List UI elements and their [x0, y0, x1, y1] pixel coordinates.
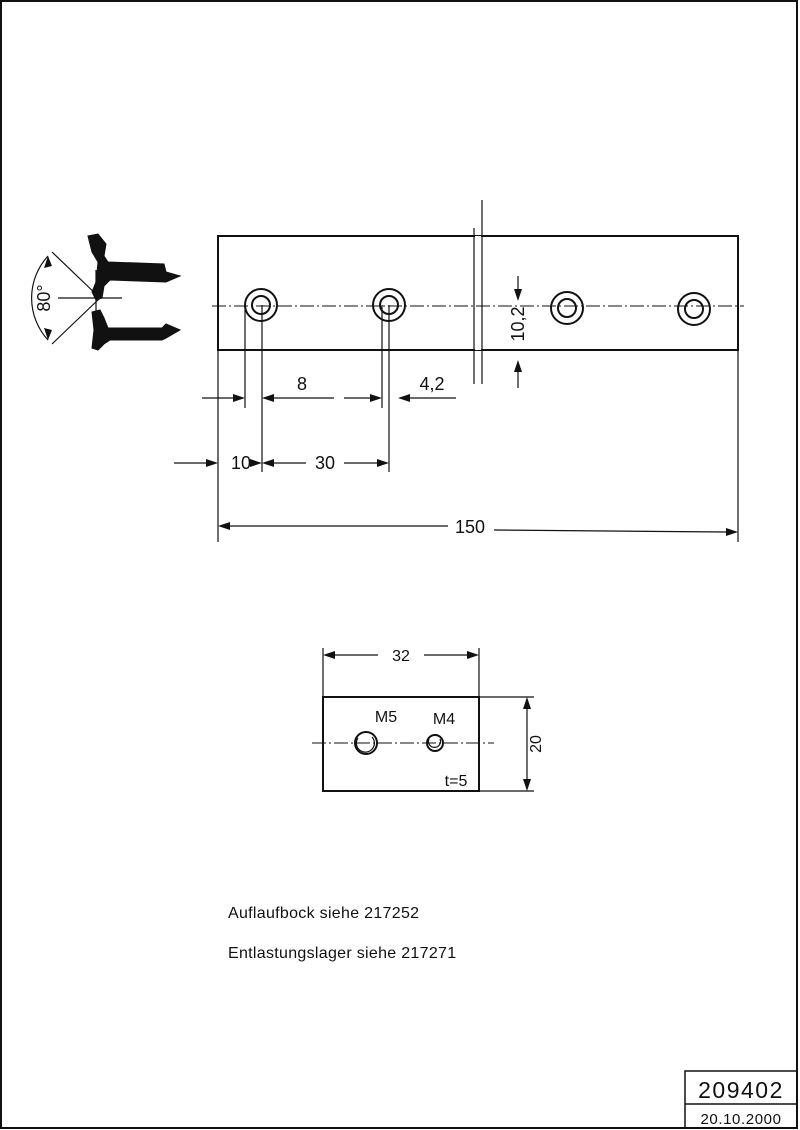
angle-leader-lower — [51, 297, 101, 345]
block-view: 32 20 M5 M4 t=5 — [312, 648, 545, 792]
dim-150-line-right — [493, 529, 727, 533]
plate-hole-4 — [677, 292, 711, 326]
angle-arc — [31, 255, 49, 341]
dim-10-arrow-right — [250, 459, 262, 467]
dim-hole-dia: 8 — [297, 374, 307, 394]
dim-102-arrow-top — [514, 289, 522, 301]
angle-arrow-top — [44, 256, 52, 268]
block-dim-height: 20 — [528, 735, 545, 753]
dim-10-arrow-left — [206, 459, 218, 467]
note-auflaufbock: Auflaufbock siehe 217252 — [228, 905, 419, 922]
dim-30-arrow-left — [262, 459, 274, 467]
note-entlastungslager: Entlastungslager siehe 217271 — [228, 945, 456, 962]
profile-shape-lower — [91, 309, 182, 351]
dim-32-arrow-left — [323, 651, 335, 659]
dim-150-arrow-right — [726, 528, 738, 536]
block-dim-width: 32 — [392, 648, 410, 665]
angle-arrow-bottom — [44, 328, 52, 340]
thread-label-m4: M4 — [433, 711, 455, 728]
thread-hole-m5 — [354, 731, 378, 755]
dim-42-arrow-right — [398, 394, 410, 402]
plate-hole-3 — [550, 291, 584, 325]
thread-label-m5: M5 — [375, 709, 397, 726]
plate-view: 8 4,2 10 30 150 10,2 — [174, 200, 744, 542]
notes: Auflaufbock siehe 217252 Entlastungslage… — [228, 905, 456, 962]
angle-leader-upper — [51, 251, 101, 299]
dim-42-arrow-left — [370, 394, 382, 402]
dim-length: 150 — [455, 517, 485, 537]
thread-hole-m4 — [426, 734, 444, 752]
dim-height: 10,2 — [508, 306, 528, 341]
dim-32-arrow-right — [467, 651, 479, 659]
dim-20-arrow-top — [523, 697, 531, 709]
title-block: 209402 20.10.2000 — [684, 1070, 798, 1129]
block-thickness: t=5 — [445, 773, 468, 790]
drawing-date: 20.10.2000 — [700, 1111, 781, 1128]
dim-20-arrow-bottom — [523, 779, 531, 791]
block-outline — [322, 696, 480, 792]
plate-hole-1 — [244, 288, 278, 322]
title-block-frame — [684, 1070, 798, 1129]
dim-150-arrow-left — [218, 522, 230, 530]
dim-8-arrow-left — [233, 394, 245, 402]
dim-pitch: 30 — [315, 453, 335, 473]
dim-8-arrow-right — [262, 394, 274, 402]
dim-102-arrow-bottom — [514, 360, 522, 372]
break-gap — [475, 236, 481, 350]
dim-edge: 10 — [231, 453, 251, 473]
dim-30-arrow-right — [377, 459, 389, 467]
drawing-number: 209402 — [698, 1077, 784, 1103]
dim-slot: 4,2 — [419, 374, 444, 394]
profile-shape — [87, 233, 182, 301]
angle-label: 80° — [34, 284, 54, 311]
profile-section: 80° — [31, 233, 182, 351]
